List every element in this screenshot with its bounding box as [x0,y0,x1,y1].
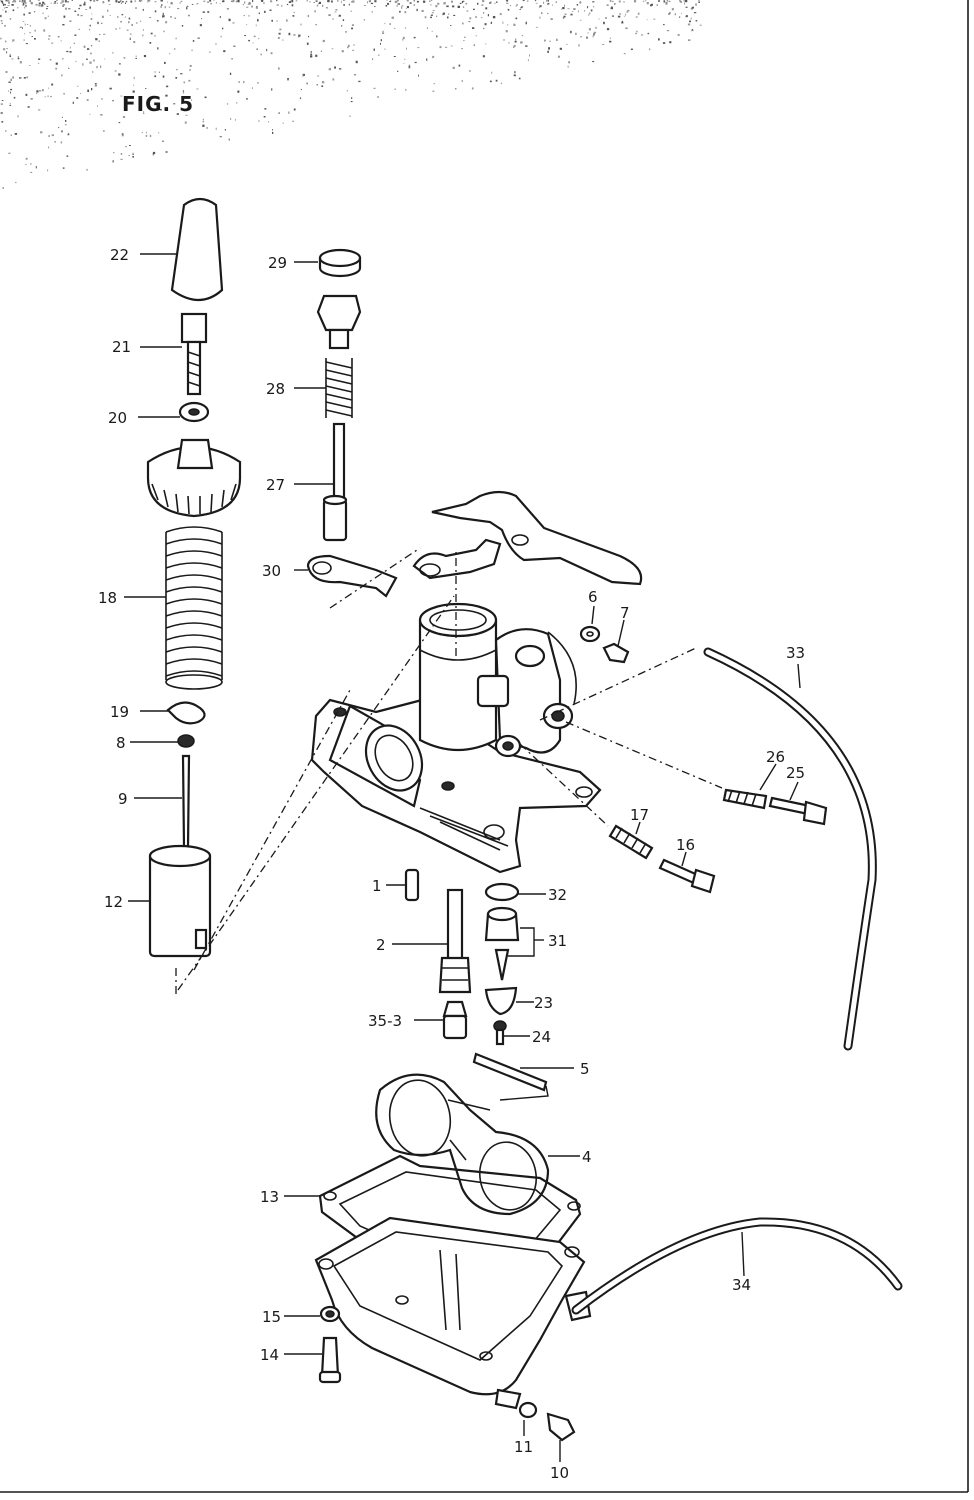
part-clip-23 [484,986,518,1016]
callout-10: 10 [550,1464,569,1482]
part-screw-16 [658,858,716,894]
part-float-bowl [314,1216,592,1410]
part-o-ring-32 [484,882,520,902]
part-choke-cap [318,248,362,278]
callout-22: 22 [110,246,129,264]
callout-33: 33 [786,644,805,662]
part-clip-small [177,734,195,748]
part-cap [170,197,224,302]
callout-7: 7 [620,604,630,622]
part-choke-plunger [322,422,348,542]
part-screw-14 [318,1336,342,1384]
callout-18: 18 [98,589,117,607]
part-screw-24 [493,1020,507,1046]
part-spring-26 [722,788,768,810]
part-washer-11 [518,1401,538,1419]
callout-12: 12 [104,893,123,911]
callout-6: 6 [588,588,598,606]
part-needle-jet-2 [438,888,472,994]
callout-5: 5 [580,1060,590,1078]
callout-2: 2 [376,936,386,954]
part-spring-17 [608,824,654,860]
part-choke-nut [316,294,362,350]
callout-31: 31 [548,932,567,950]
part-hose-33 [703,647,877,1051]
part-throttle-spring [165,526,223,690]
part-choke-spring [325,358,353,418]
callout-9: 9 [118,790,128,808]
scan-noise [0,0,702,190]
callout-26: 26 [766,748,785,766]
part-screw-7 [602,642,630,664]
assembly-lines [175,547,723,996]
callout-21: 21 [112,338,131,356]
part-lever-linkage [412,490,643,586]
callout-27: 27 [266,476,285,494]
callout-25: 25 [786,764,805,782]
callout-35-3: 35-3 [368,1012,402,1030]
part-adjuster-bolt [180,312,208,396]
callout-1: 1 [372,877,382,895]
part-screw-25 [768,796,828,826]
part-washer-6 [579,625,601,643]
callout-11: 11 [514,1438,533,1456]
callout-4: 4 [582,1148,592,1166]
callout-8: 8 [116,734,126,752]
part-throttle-valve [148,844,212,958]
figure-title: FIG. 5 [122,92,194,116]
callout-20: 20 [108,409,127,427]
callout-34: 34 [732,1276,751,1294]
part-main-jet-35-3 [442,1000,468,1040]
part-float-valve-seat-31 [484,906,520,981]
part-nut [178,401,210,423]
part-washer-15 [319,1305,341,1323]
leaders [124,253,801,1462]
part-choke-lever [306,554,398,598]
callout-23: 23 [534,994,553,1012]
callout-14: 14 [260,1346,279,1364]
part-pilot-jet-1 [404,868,420,902]
callout-30: 30 [262,562,281,580]
part-carburetor-body [310,602,602,874]
callout-17: 17 [630,806,649,824]
callout-32: 32 [548,886,567,904]
callout-labels: 22 21 20 18 19 8 9 12 29 28 27 30 6 7 33… [98,246,805,1482]
part-top-cap [146,438,242,518]
part-jet-needle [181,754,191,850]
callout-16: 16 [676,836,695,854]
callout-13: 13 [260,1188,279,1206]
callout-24: 24 [532,1028,551,1046]
part-clip [166,701,206,725]
part-drain-screw-10 [546,1412,576,1442]
callout-29: 29 [268,254,287,272]
part-float-pin-5 [472,1052,548,1092]
callout-28: 28 [266,380,285,398]
part-hose-34 [571,1217,903,1315]
callout-19: 19 [110,703,129,721]
part-float-4 [375,1073,550,1216]
callout-15: 15 [262,1308,281,1326]
